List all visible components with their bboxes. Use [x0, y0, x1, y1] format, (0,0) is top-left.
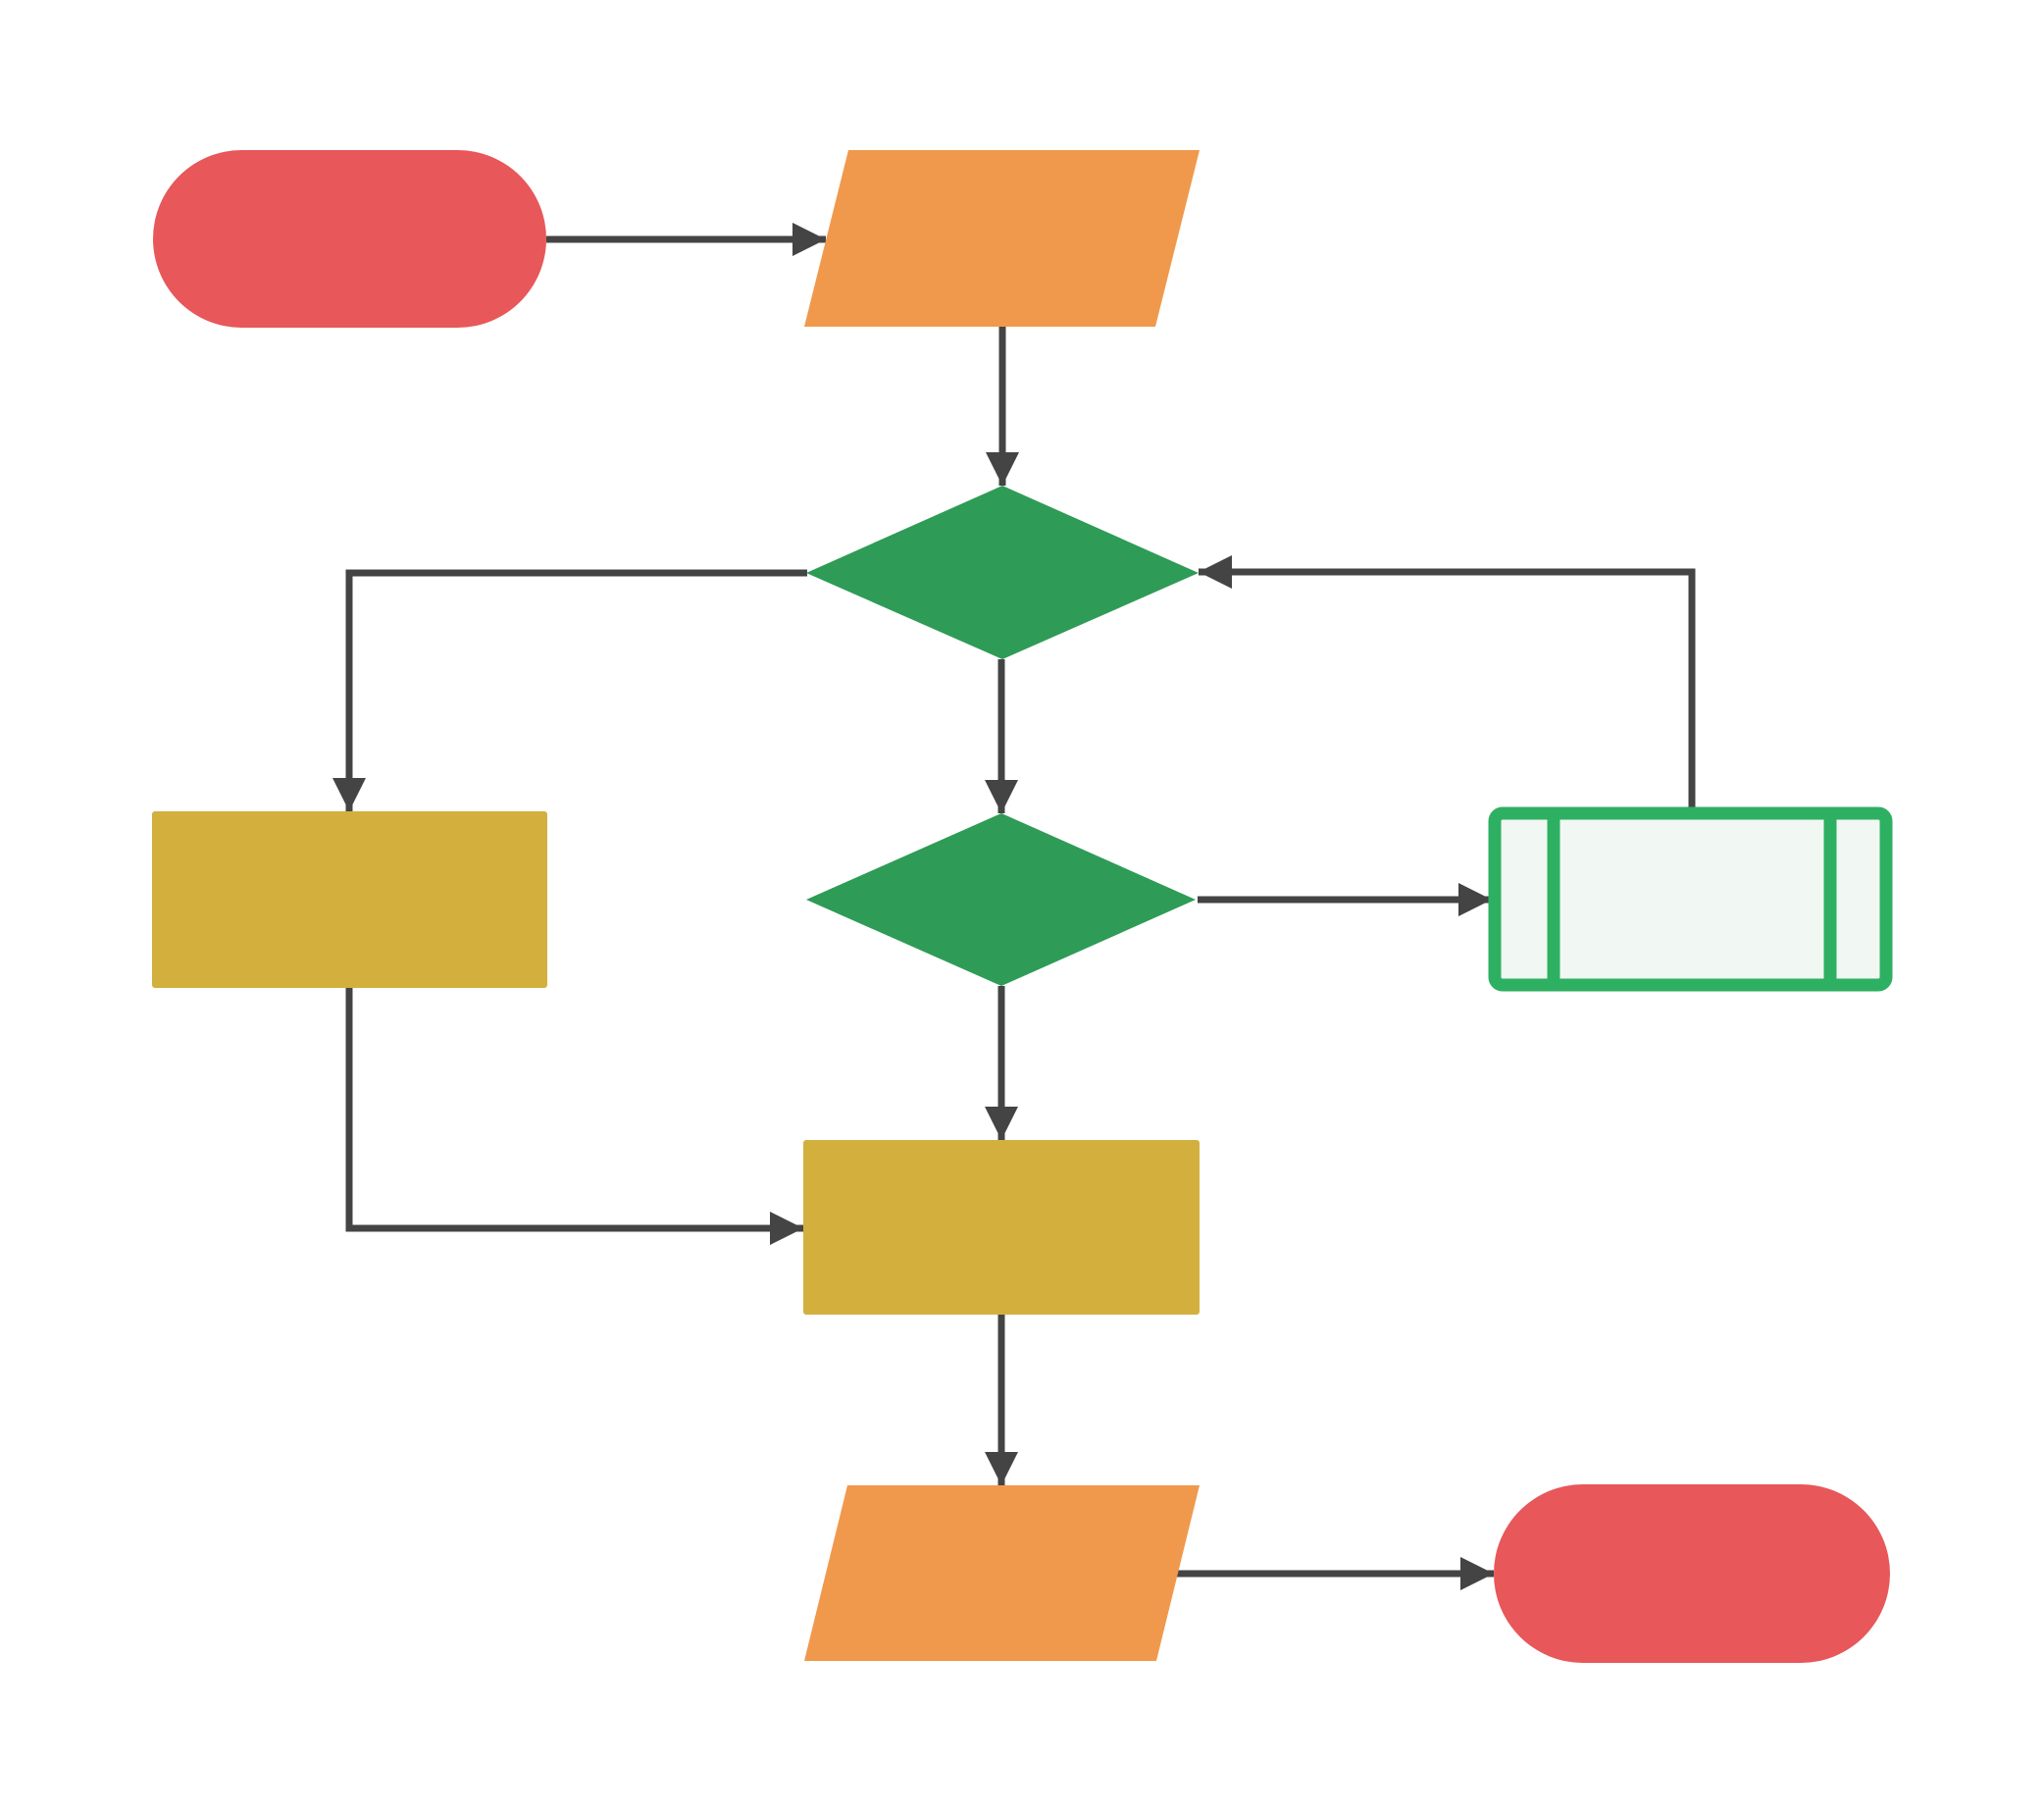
- decision-diamond-middle: [806, 813, 1196, 986]
- output-parallelogram: [804, 1485, 1200, 1661]
- end-terminator: [1494, 1484, 1890, 1663]
- decision-diamond-top: [806, 486, 1199, 659]
- process-box-left: [152, 811, 547, 988]
- predefined-process-box: [1488, 806, 1893, 992]
- start-terminator: [153, 150, 546, 328]
- process-box-center: [803, 1140, 1200, 1315]
- edge-process-left-to-process-center: [345, 988, 803, 1245]
- edge-predefined-to-decision-top: [1199, 555, 1696, 807]
- input-parallelogram: [804, 150, 1200, 327]
- edge-decision-top-to-process-left: [332, 569, 807, 811]
